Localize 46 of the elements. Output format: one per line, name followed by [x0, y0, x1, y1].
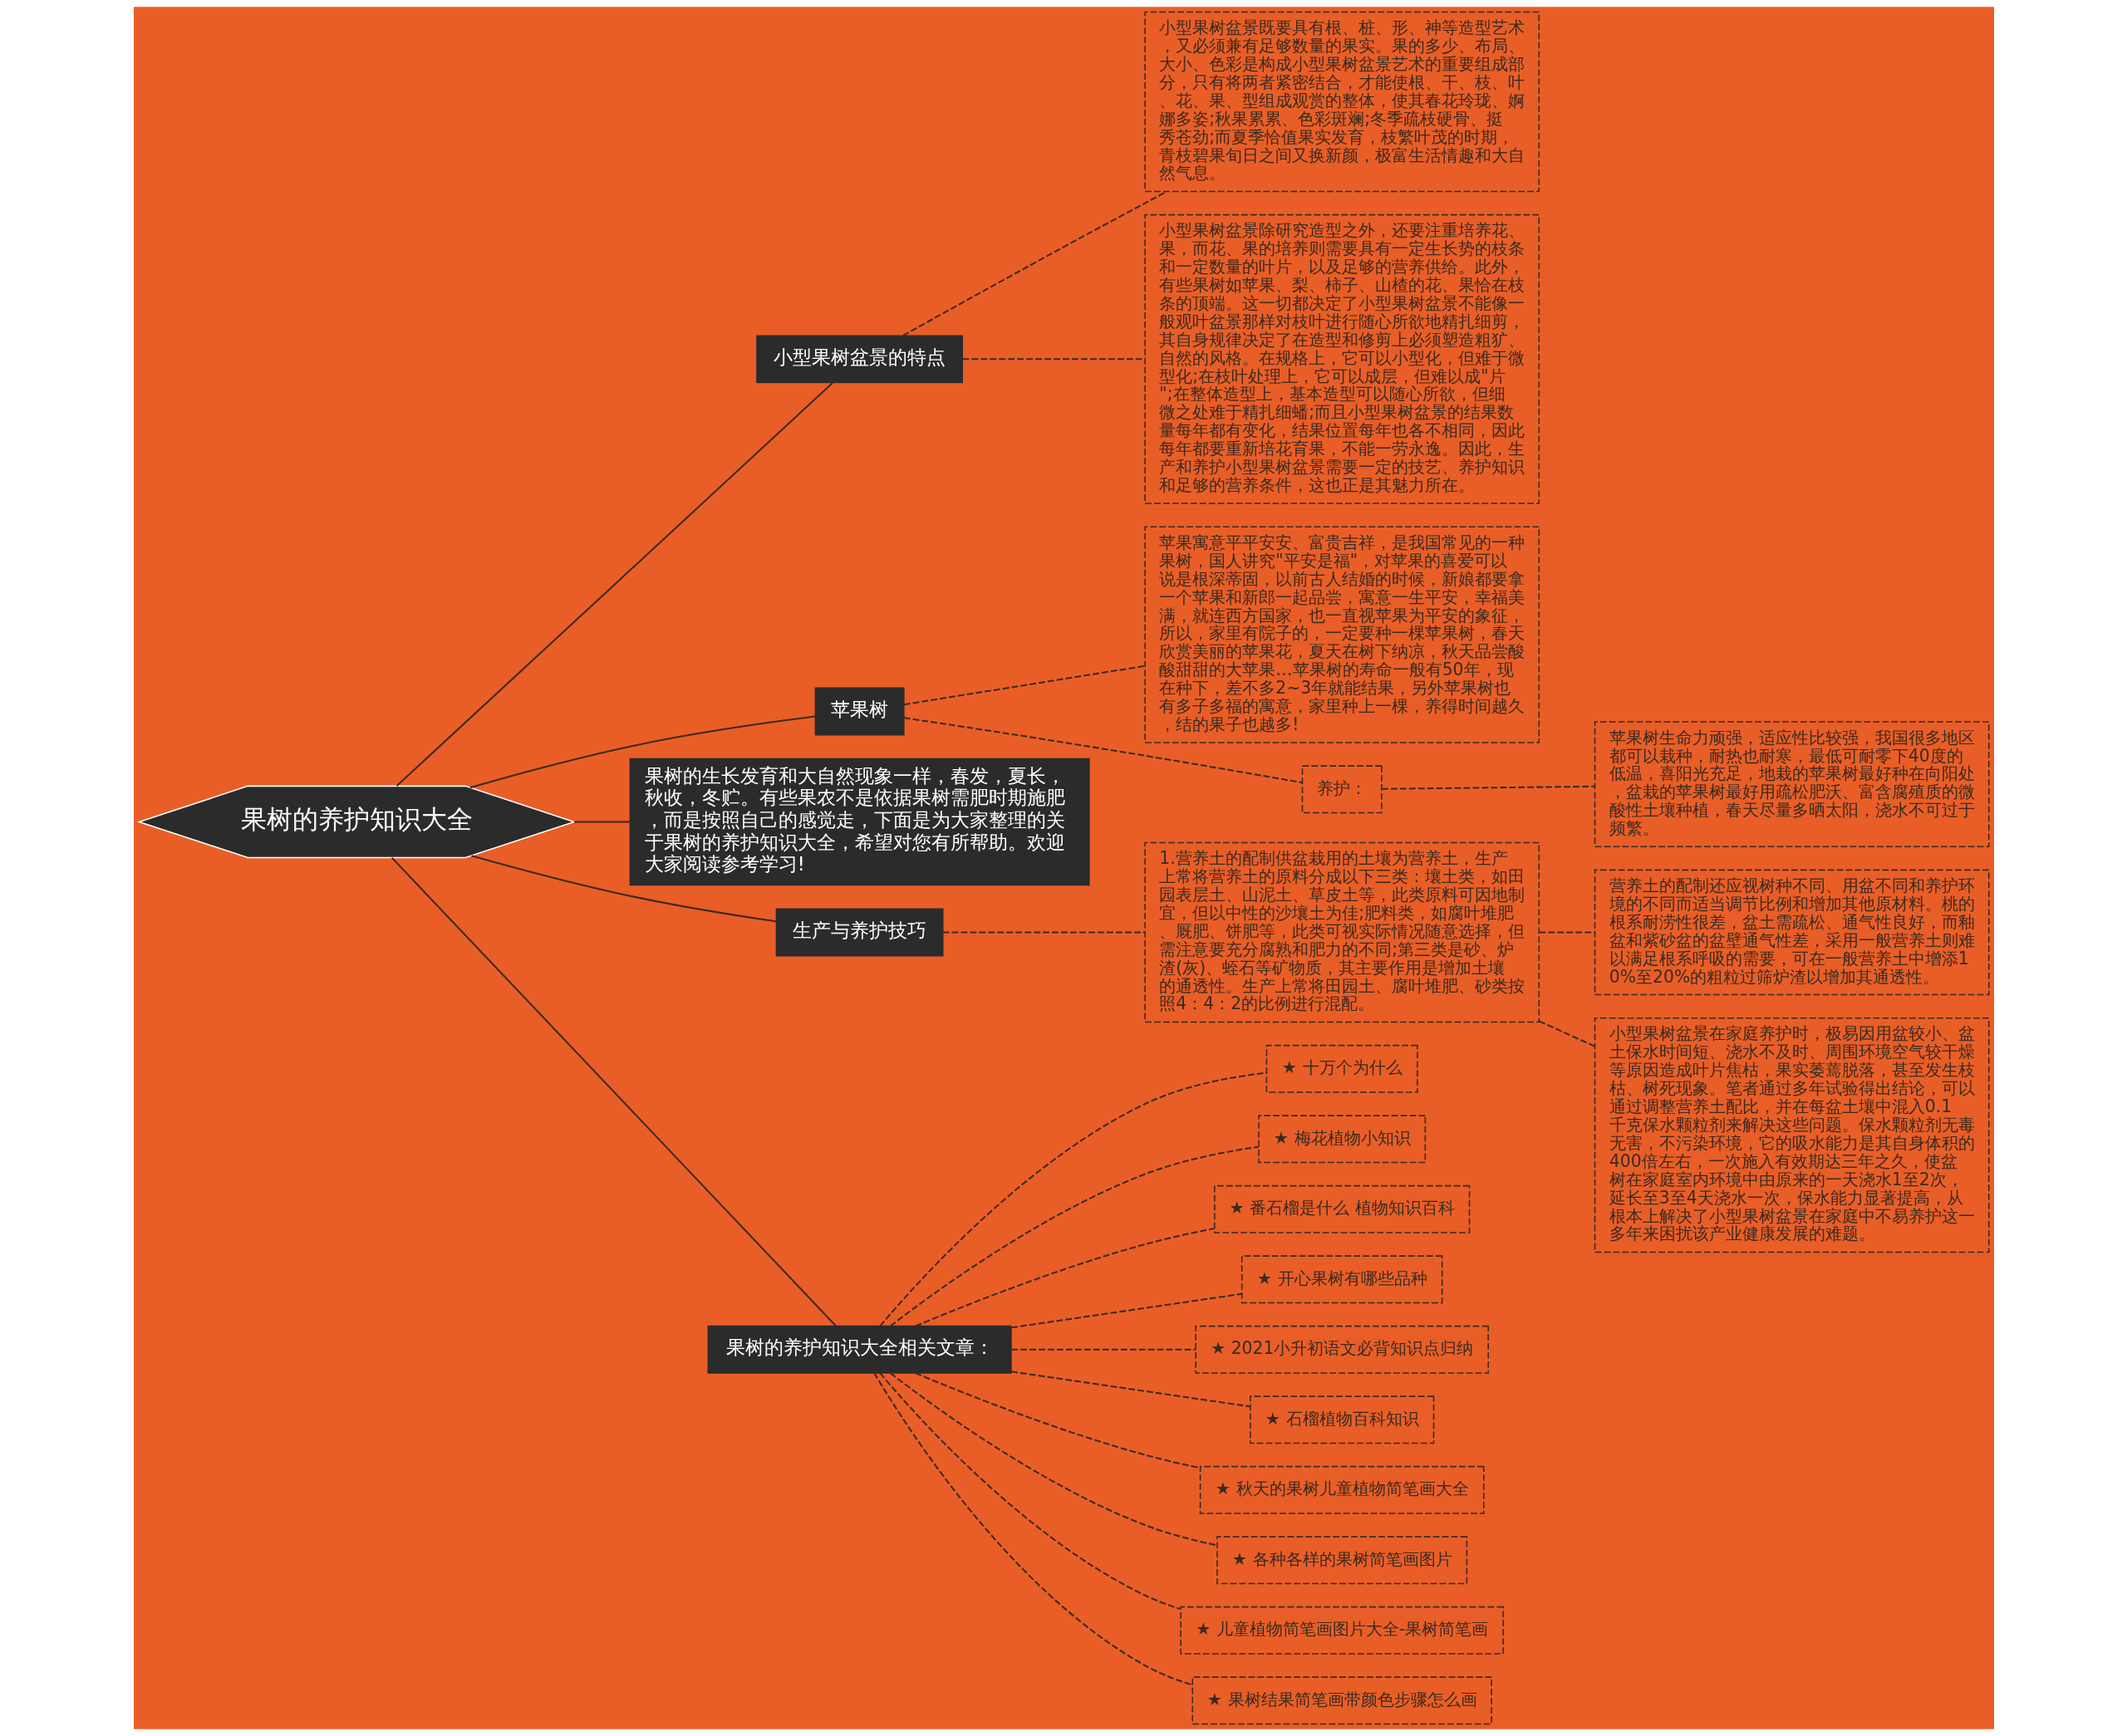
connector: [889, 1372, 1217, 1547]
connector: [391, 856, 837, 1327]
node-box: 养护：: [1301, 765, 1383, 814]
node-box: 小型果树盆景既要具有根、桩、形、神等造型艺术，又必须兼有足够数量的果实。果的多少、布局、大小、色彩是构成小型果树盆景艺术的重要组成部分，只有将两者紧密结合，才能使根、干、枝、叶、花、果、型组成观赏的整体，使其春花玲珑、婀娜多姿;秋果累累、色彩斑斓;冬季疏枝硬骨、挺秀苍劲;而夏季恰值果实发育，枝繁叶茂的时期，青枝碧果旬日之间又换新颜，极富生活情趣和大自然气息。: [1143, 11, 1540, 193]
connector: [470, 855, 776, 923]
node-box: ★ 果树结果简笔画带颜色步骤怎么画: [1191, 1676, 1492, 1725]
node-box: ★ 石榴植物百科知识: [1249, 1395, 1434, 1444]
node-box: ★ 儿童植物简笔画图片大全-果树简笔画: [1179, 1606, 1504, 1655]
node-box: 小型果树盆景在家庭养护时，极易因用盆较小、盆土保水时间短、浇水不及时、周围环境空气较干燥等原因造成叶片焦枯，果实萎蔫脱落，甚至发生枝枯、树死现象。笔者通过多年试验得出结论，可以通过调整营养土配比，并在每盆土壤中混入0.1千克保水颗粒剂来解决这些问题。保水颗粒剂无毒无害，不污染环境，它的吸水能力是其自身体积的400倍左右，一次施入有效期达三年之久，使盆树在家庭室内环境中由原来的一天浇水1至2次，延长至3至4天浇水一次，保水能力显著提高，从根本上解决了小型果树盆景在家庭中不易养护这一多年来困扰该产业健康发展的难题。: [1594, 1017, 1989, 1253]
connector: [1010, 1292, 1242, 1329]
connector: [1010, 1348, 1196, 1351]
node-box: 生产与养护技巧: [775, 908, 944, 957]
node-box: 苹果寓意平平安安、富贵吉祥，是我国常见的一种果树，国人讲究"平安是福"，对苹果的喜爱可以说是根深蒂固，以前古人结婚的时候，新娘都要拿一个苹果和新郎一起品尝，寓意一生平安，幸福美满，就连西方国家，也一直视苹果为平安的象征，所以，家里有院子的，一定要种一棵苹果树，春天欣赏美丽的苹果花，夏天在树下纳凉，秋天品尝酸酸甜甜的大苹果…苹果树的寿命一般有50年，现在种下，差不多2~3年就能结果，另外苹果树也有多子多福的寓意，家里种上一棵，养得时间越久，结的果子也越多!: [1143, 526, 1540, 743]
node-box: 果树的养护知识大全相关文章：: [707, 1325, 1012, 1374]
node-box: 小型果树盆景的特点: [755, 335, 963, 384]
node-box: ★ 梅花植物小知识: [1257, 1115, 1426, 1164]
connector: [1381, 785, 1594, 790]
connector: [903, 717, 1302, 784]
node-box: 果树的生长发育和大自然现象一样，春发，夏长，秋收，冬贮。有些果农不是依据果树需肥时期施肥，而是按照自己的感觉走，下面是为大家整理的关于果树的养护知识大全，希望对您有所帮助。欢迎大家阅读参考学习!: [629, 758, 1090, 886]
connector: [915, 1228, 1215, 1327]
connector: [872, 1372, 1192, 1686]
node-box: ★ 十万个为什么: [1265, 1044, 1418, 1093]
node-box: 1.营养土的配制供盆栽用的土壤为营养土，生产上常将营养土的原料分成以下三类：壤土类，如田园表层土、山泥土、草皮土等，此类原料可因地制宜，但以中性的沙壤土为佳;肥料类，如腐叶堆肥、厩肥、饼肥等，此类可视实际情况随意选择，但需注意要充分腐熟和肥力的不同;第三类是砂、炉渣(灰)、蛭石等矿物质，其主要作用是增加土壤的通透性。生产上常将田园土、腐叶堆肥、砂类按照4：4：2的比例进行混配。: [1143, 841, 1540, 1023]
connector: [469, 715, 815, 789]
node-box: 营养土的配制还应视树种不同、用盆不同和养护环境的不同而适当调节比例和增加其他原材料。桃的根系耐涝性很差，盆土需疏松、通气性良好，而釉盆和紫砂盆的盆壁通气性差，采用一般营养土则难以满足根系呼吸的需要，可在一般营养土中增添10%至20%的粗粒过筛炉渣以增加其通透性。: [1594, 869, 1989, 996]
node-box: ★ 开心果树有哪些品种: [1240, 1255, 1442, 1304]
connector: [901, 190, 1167, 336]
connector: [889, 1145, 1259, 1327]
node-box: ★ 秋天的果树儿童植物简笔画大全: [1199, 1465, 1485, 1514]
node-box: 苹果树生命力顽强，适应性比较强，我国很多地区都可以栽种，耐热也耐寒，最低可耐零下40度的低温，喜阳光充足，地栽的苹果树最好种在向阳处，盆栽的苹果树最好用疏松肥沃、富含腐殖质的微酸性土壤种植，春天尽量多晒太阳，浇水不可过于频繁。: [1594, 721, 1989, 847]
connector: [962, 358, 1145, 360]
connector: [879, 1072, 1266, 1327]
connector: [573, 821, 630, 823]
connector: [1539, 931, 1594, 934]
node-box: ★ 2021小升初语文必背知识点归纳: [1194, 1325, 1489, 1374]
node-box: 小型果树盆景除研究造型之外，还要注重培养花、果，而花、果的培养则需要具有一定生长势的枝条和一定数量的叶片，以及足够的营养供给。此外，有些果树如苹果、梨、柿子、山楂的花、果恰在枝条的顶端。这一切都决定了小型果树盆景不能像一般观叶盆景那样对枝叶进行随心所欲地精扎细剪，其自身规律决定了在造型和修剪上必须塑造粗犷、自然的风格。在规格上，它可以小型化，但难于微型化;在枝叶处理上，它可以成层，但难以成"片";在整体造型上，基本造型可以随心所欲，但细微之处难于精扎细蟠;而且小型果树盆景的结果数量每年都有变化，结果位置每年也各不相同，因此每年都要重新培花育果，不能一劳永逸。因此，生产和养护小型果树盆景需要一定的技艺、养护知识和足够的营养条件，这也正是其魅力所在。: [1143, 213, 1540, 504]
connector: [1538, 1020, 1595, 1047]
connector: [1010, 1371, 1250, 1408]
connector: [915, 1372, 1200, 1469]
connector: [395, 382, 833, 787]
connector: [942, 931, 1145, 934]
node-box: ★ 番石榴是什么 植物知识百科: [1213, 1184, 1470, 1233]
connector: [903, 664, 1145, 706]
node-box: 苹果树: [814, 687, 905, 736]
node-box: ★ 各种各样的果树简笔画图片: [1216, 1536, 1467, 1585]
connector: [879, 1372, 1181, 1611]
